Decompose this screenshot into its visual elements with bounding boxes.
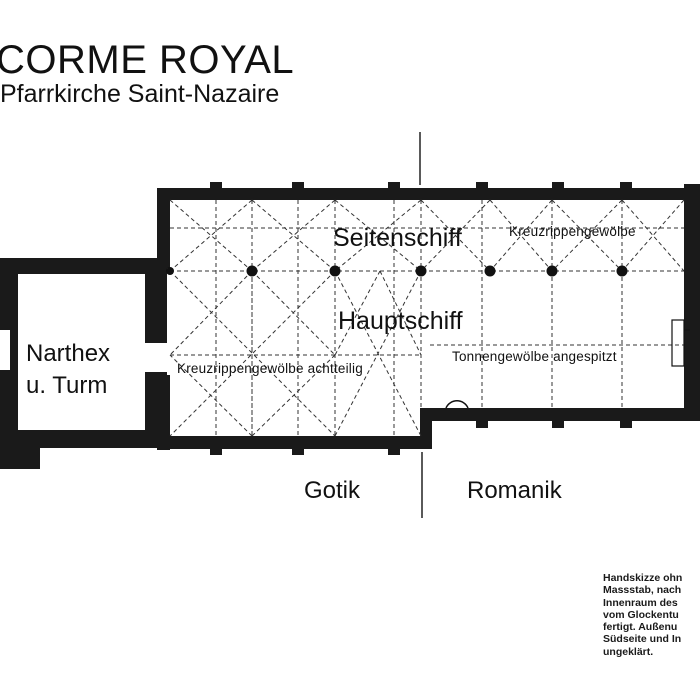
stair-turret [445,400,469,409]
buttresses-north [210,182,632,192]
altar [671,319,685,367]
buttresses-south [210,418,632,455]
piers [166,265,628,277]
label-gotik: Gotik [304,477,361,504]
label-hauptschiff: Hauptschiff [338,307,463,335]
label-seitenschiff: Seitenschiff [333,224,462,252]
label-narthex: Narthex u. Turm [26,340,111,399]
vault-lines [169,199,685,437]
page-title: CORME ROYAL [0,38,295,82]
sketch-note: Handskizze ohn Massstab, nach Innenraum … [603,572,683,658]
label-gothic-vault: Kreuzrippengewölbe achtteilig [177,361,363,376]
page-subtitle: Pfarrkirche Saint-Nazaire [0,80,280,108]
church-walls [157,184,700,450]
narthex-walls [0,258,170,469]
label-romanesque-vault: Tonnengewölbe angespitzt [452,349,617,364]
label-aisle-vault: Kreuzrippengewölbe [509,224,636,239]
label-romanik: Romanik [467,477,562,504]
